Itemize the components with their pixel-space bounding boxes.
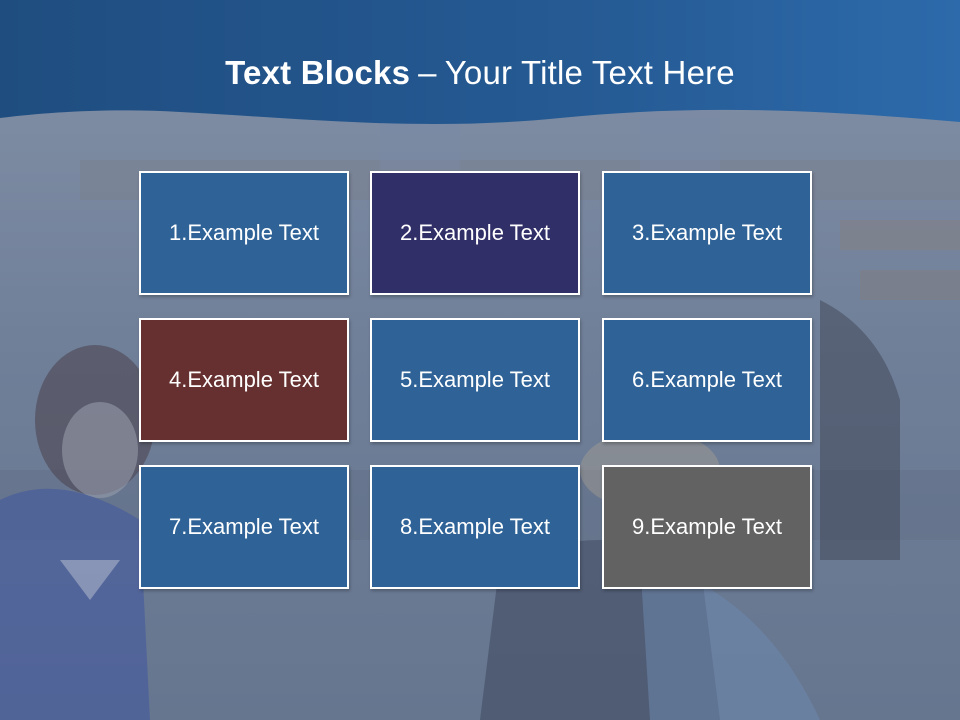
text-block-5[interactable]: 5.Example Text: [370, 318, 580, 442]
title-bold: Text Blocks: [225, 54, 411, 91]
text-block-9[interactable]: 9.Example Text: [602, 465, 812, 589]
text-block-2[interactable]: 2.Example Text: [370, 171, 580, 295]
text-block-label: 1.Example Text: [168, 220, 319, 245]
header-banner: Text Blocks–Your Title Text Here: [0, 0, 960, 140]
title-separator: –: [418, 54, 437, 91]
text-block-label: 2.Example Text: [399, 220, 550, 245]
slide-title: Text Blocks–Your Title Text Here: [0, 54, 960, 92]
text-block-label: 7.Example Text: [168, 514, 319, 539]
text-block-label: 8.Example Text: [399, 514, 550, 539]
text-block-label: 6.Example Text: [631, 367, 782, 392]
text-block-6[interactable]: 6.Example Text: [602, 318, 812, 442]
text-block-1[interactable]: 1.Example Text: [139, 171, 349, 295]
text-block-label: 5.Example Text: [399, 367, 550, 392]
title-rest: Your Title Text Here: [444, 54, 735, 91]
text-block-label: 4.Example Text: [168, 367, 319, 392]
text-block-8[interactable]: 8.Example Text: [370, 465, 580, 589]
text-block-label: 9.Example Text: [631, 514, 782, 539]
text-block-7[interactable]: 7.Example Text: [139, 465, 349, 589]
text-block-label: 3.Example Text: [631, 220, 782, 245]
text-block-4[interactable]: 4.Example Text: [139, 318, 349, 442]
text-block-3[interactable]: 3.Example Text: [602, 171, 812, 295]
